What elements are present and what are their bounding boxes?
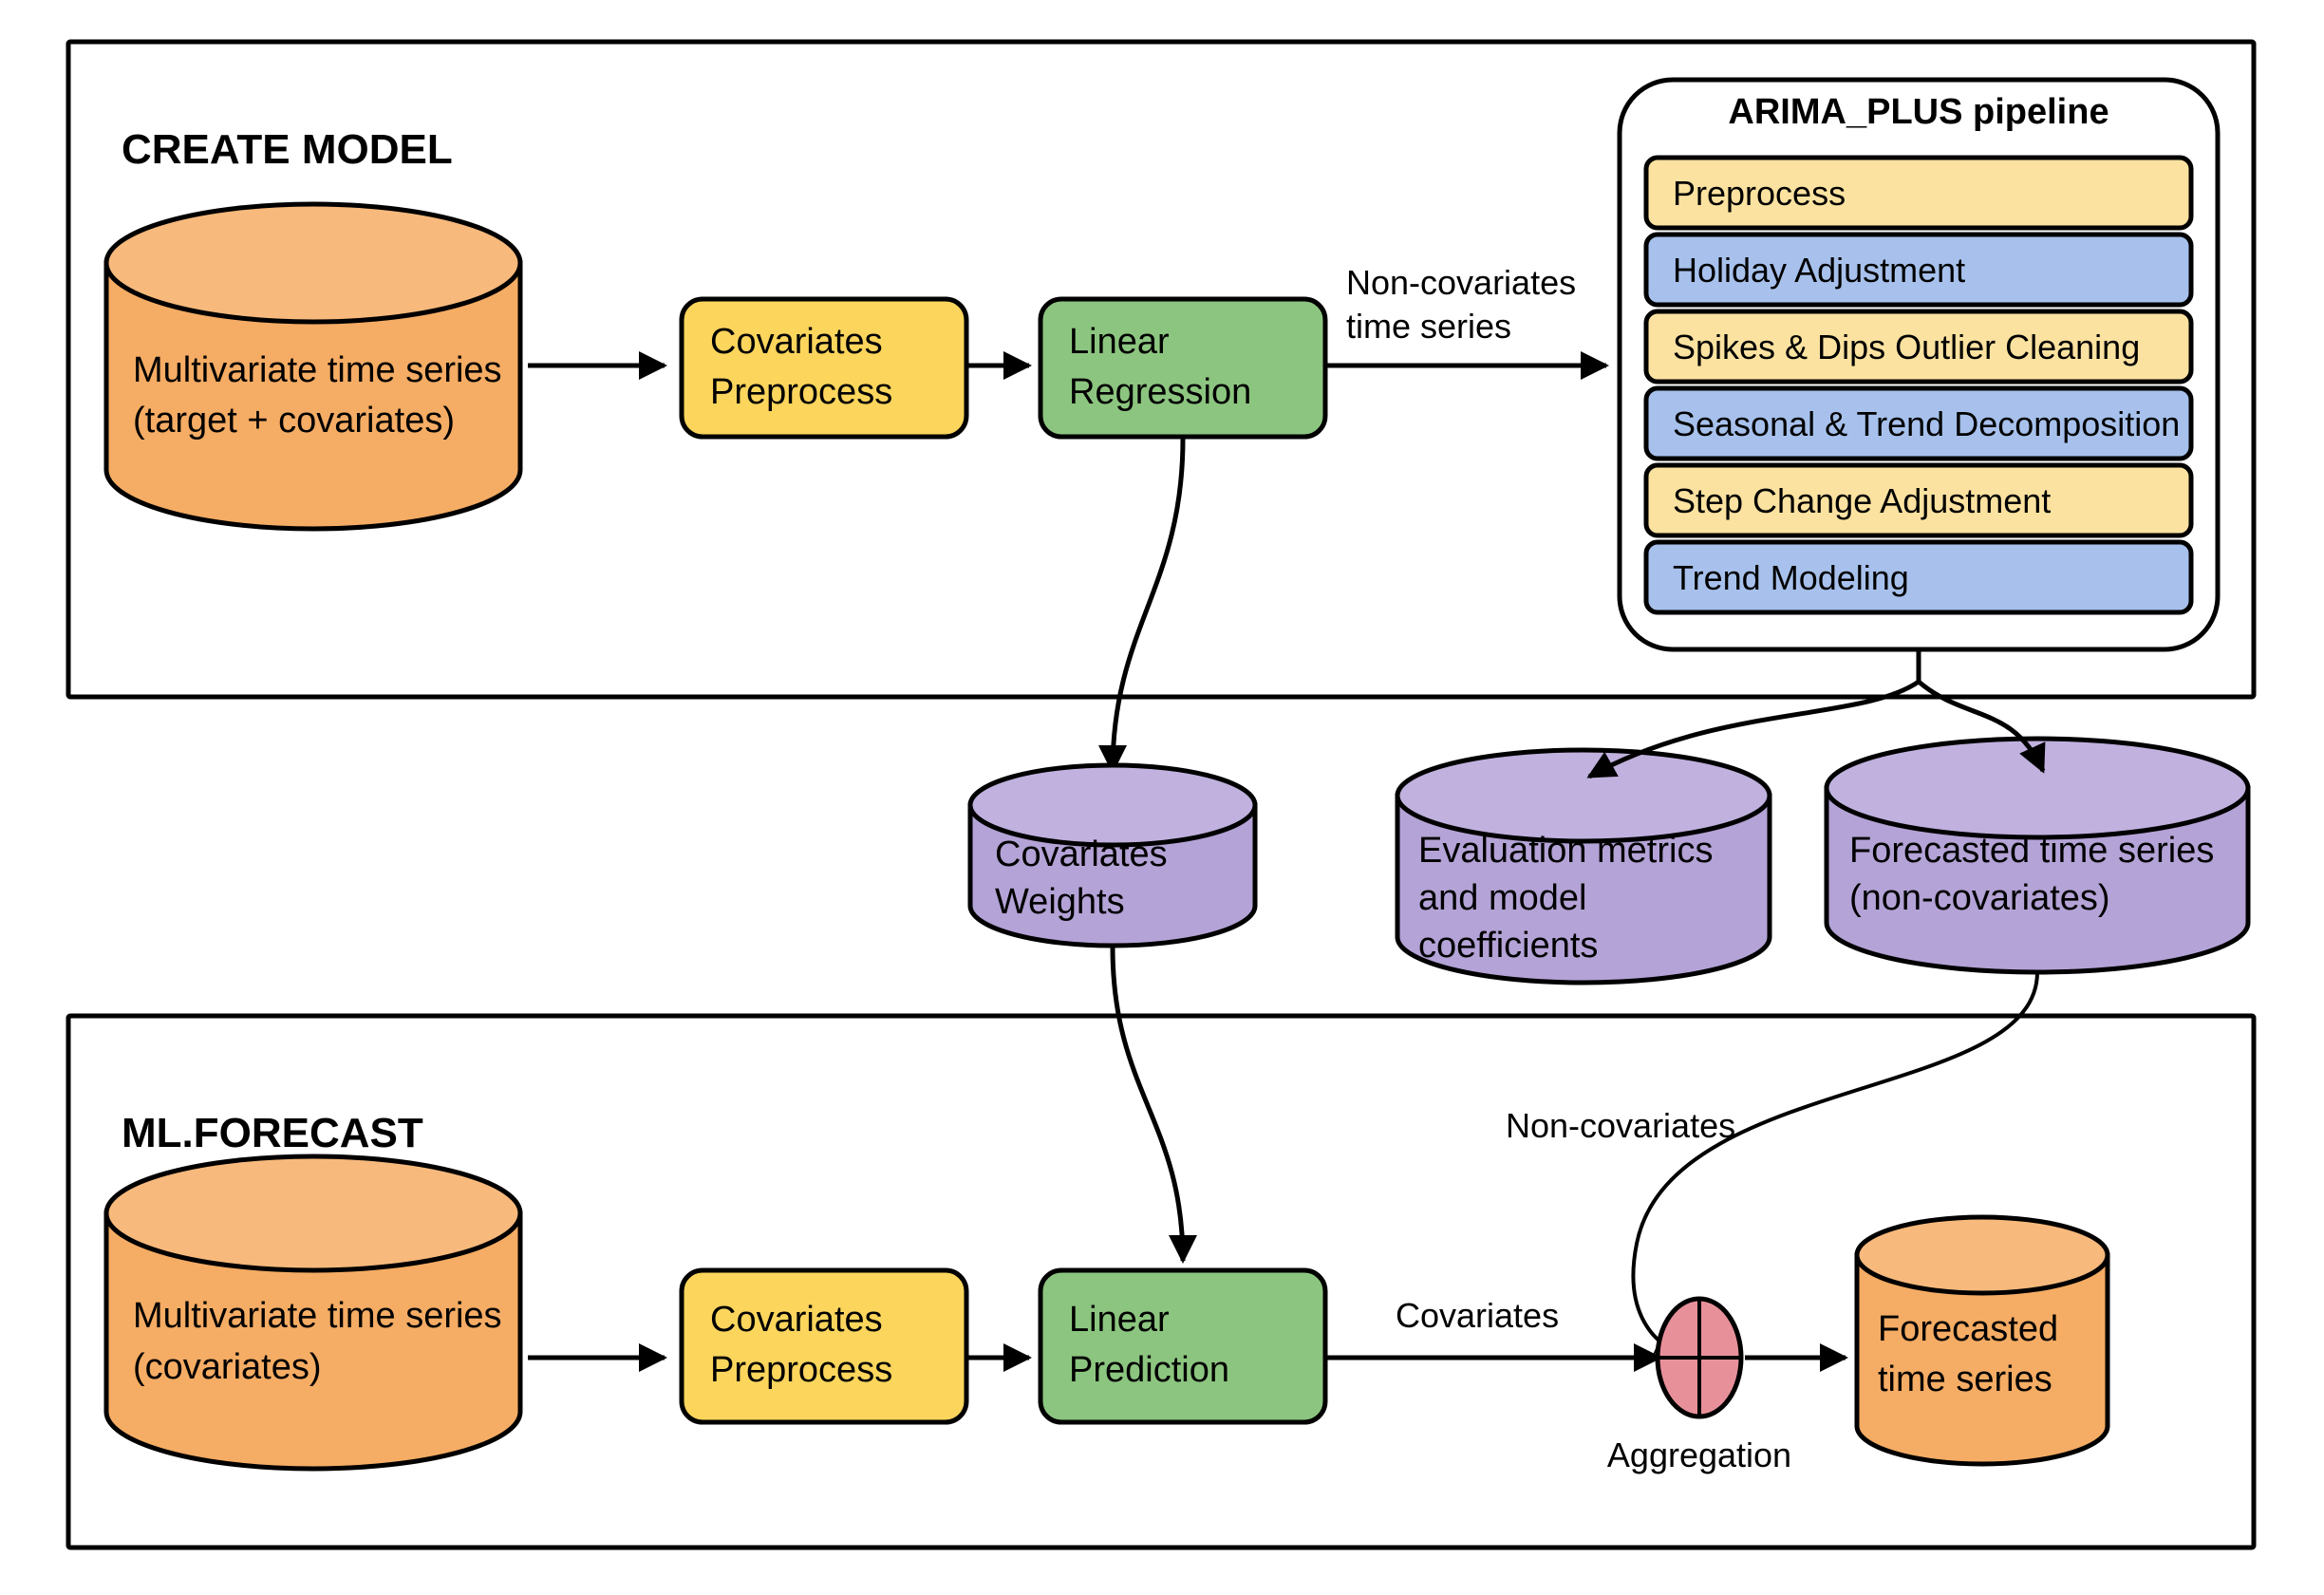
step-label-line1: Covariates — [710, 322, 883, 362]
artifact-evaluation-metrics-cylinder: Evaluation metrics and model coefficient… — [1395, 747, 1772, 985]
pipeline-stage-step-change-adjustment[interactable]: Step Change Adjustment — [1643, 462, 2194, 538]
artifact-label-line1: Forecasted time series — [1849, 831, 2214, 871]
create-model-step-linear-regression[interactable]: Linear Regression — [1038, 296, 1328, 440]
edge-pipeline-to-forecasted-non-covariates — [1917, 680, 2046, 774]
create-model-source-line2: (target + covariates) — [133, 401, 455, 441]
edge-covariates-weights-to-linear-prediction — [1110, 947, 1197, 1264]
artifact-label-line2: Weights — [995, 882, 1125, 922]
artifact-label-line2: (non-covariates) — [1849, 878, 2110, 918]
step-label-line1: Linear — [1069, 1300, 1170, 1340]
artifact-label-line1: Evaluation metrics — [1418, 831, 1713, 871]
create-model-source-line1: Multivariate time series — [133, 350, 502, 390]
pipeline-stage-label: Spikes & Dips Outlier Cleaning — [1673, 328, 2140, 366]
pipeline-stage-label: Step Change Adjustment — [1673, 481, 2051, 520]
ml-forecast-source-line2: (covariates) — [133, 1347, 322, 1387]
pipeline-stage-label: Trend Modeling — [1673, 558, 1909, 597]
ml-forecast-output-cylinder: Forecasted time series — [1854, 1214, 2110, 1467]
pipeline-stage-trend-modeling[interactable]: Trend Modeling — [1643, 539, 2194, 615]
pipeline-stage-label: Preprocess — [1673, 174, 1846, 213]
ml-forecast-source-cylinder: Multivariate time series (covariates) — [103, 1154, 523, 1472]
edge-pipeline-to-evaluation-metrics — [1586, 679, 1921, 779]
pipeline-stage-holiday-adjustment[interactable]: Holiday Adjustment — [1643, 232, 2194, 308]
ml-forecast-step-covariates-preprocess[interactable]: Covariates Preprocess — [679, 1267, 969, 1425]
step-label-line2: Preprocess — [710, 1350, 892, 1390]
output-label-line2: time series — [1878, 1360, 2052, 1399]
create-model-title: CREATE MODEL — [122, 126, 453, 173]
create-model-source-cylinder: Multivariate time series (target + covar… — [103, 201, 523, 532]
aggregation-node — [1655, 1296, 1744, 1419]
ml-forecast-source-line1: Multivariate time series — [133, 1296, 502, 1336]
artifact-forecasted-non-covariates-cylinder: Forecasted time series (non-covariates) — [1824, 736, 2251, 975]
step-label-line2: Prediction — [1069, 1350, 1229, 1390]
output-label-line1: Forecasted — [1878, 1309, 2058, 1349]
pipeline-stage-spikes-dips-outlier-cleaning[interactable]: Spikes & Dips Outlier Cleaning — [1643, 309, 2194, 385]
step-label-line1: Covariates — [710, 1300, 883, 1340]
ml-forecast-frame — [66, 1013, 2257, 1550]
artifact-label-line2: and model — [1418, 878, 1586, 918]
step-label-line2: Preprocess — [710, 372, 892, 412]
step-label-line2: Regression — [1069, 372, 1251, 412]
pipeline-stage-label: Holiday Adjustment — [1673, 251, 1965, 290]
pipeline-stage-preprocess[interactable]: Preprocess — [1643, 155, 2194, 231]
edge-label-non-covariates-time-series-line1: Non-covariates — [1346, 263, 1576, 302]
edge-label-non-covariates: Non-covariates — [1506, 1106, 1735, 1145]
edge-label-covariates: Covariates — [1396, 1296, 1559, 1335]
ml-forecast-step-linear-prediction[interactable]: Linear Prediction — [1038, 1267, 1328, 1425]
aggregation-label: Aggregation — [1607, 1436, 1791, 1474]
pipeline-stage-label: Seasonal & Trend Decomposition — [1673, 404, 2180, 443]
arima-plus-pipeline-title: ARIMA_PLUS pipeline — [1728, 92, 2108, 132]
edge-label-non-covariates-time-series-line2: time series — [1346, 307, 1511, 346]
artifact-label-line3: coefficients — [1418, 926, 1598, 966]
step-label-line1: Linear — [1069, 322, 1170, 362]
edge-regression-to-covariates-weights — [1098, 438, 1186, 774]
create-model-frame — [66, 39, 2257, 700]
edge-non-covariates-to-aggregation — [1631, 971, 2039, 1354]
create-model-step-covariates-preprocess[interactable]: Covariates Preprocess — [679, 296, 969, 440]
artifact-covariates-weights-cylinder: Covariates Weights — [967, 762, 1258, 948]
ml-forecast-title: ML.FORECAST — [122, 1110, 423, 1156]
artifact-label-line1: Covariates — [995, 835, 1168, 874]
pipeline-stage-seasonal-trend-decomposition[interactable]: Seasonal & Trend Decomposition — [1643, 385, 2194, 461]
